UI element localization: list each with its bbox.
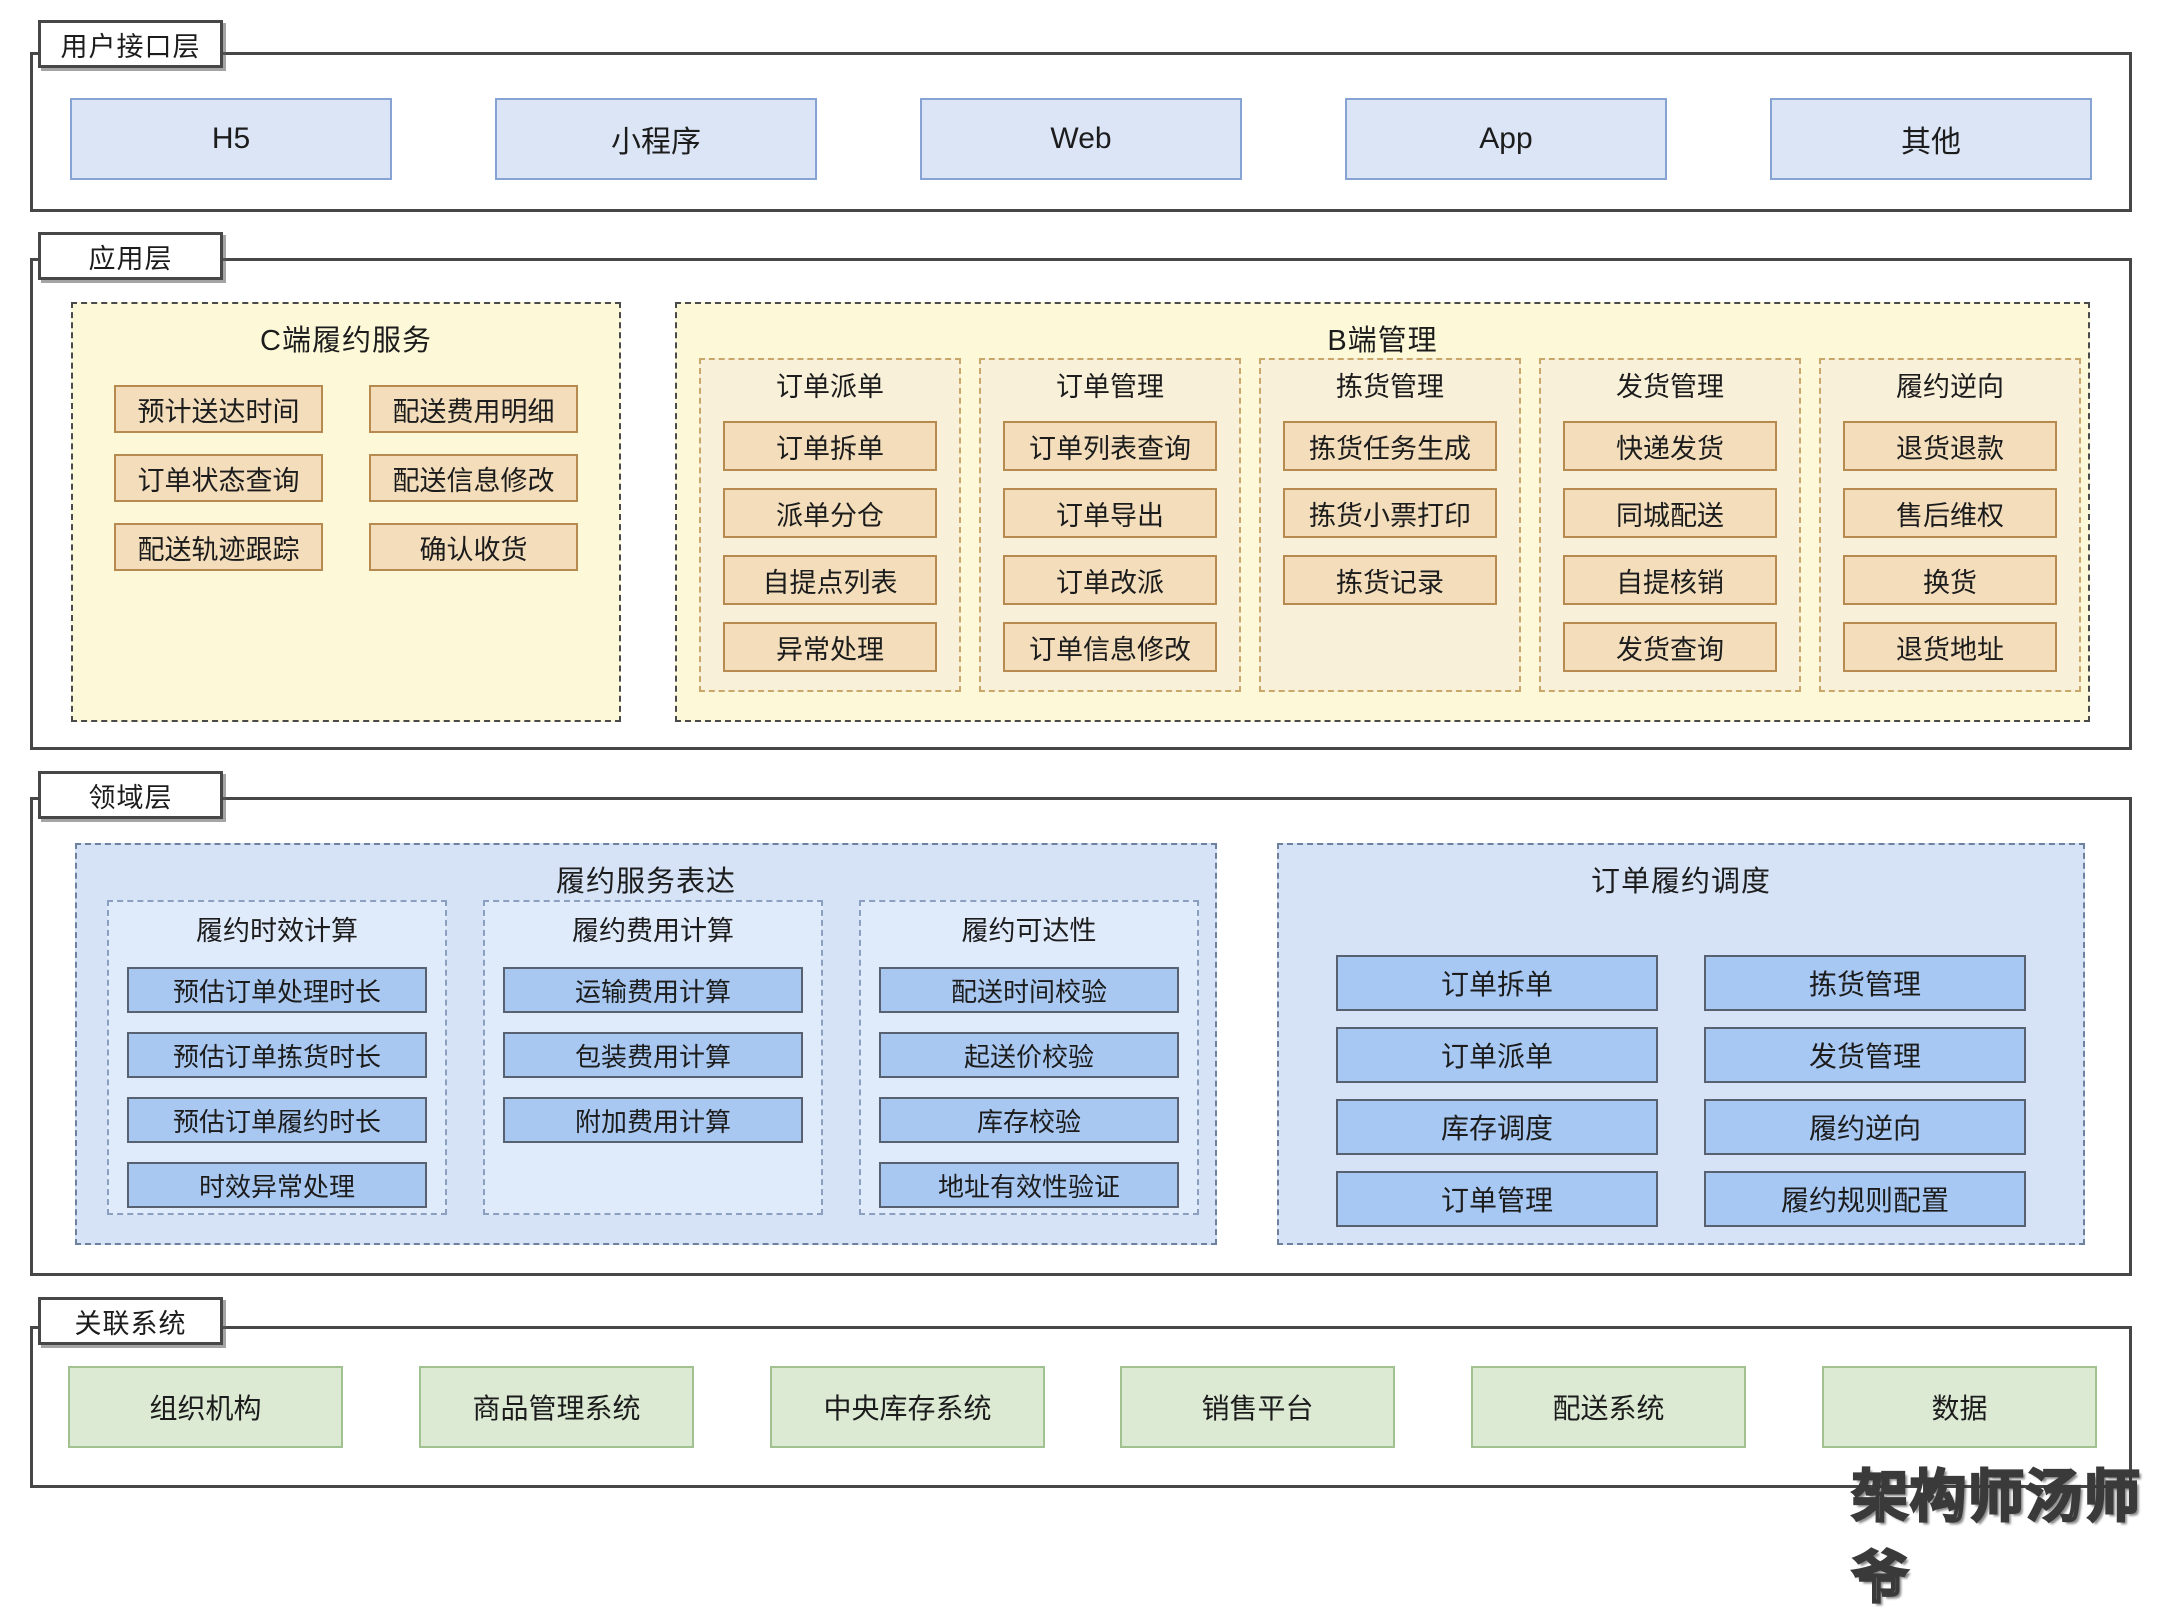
channel-box-app: App — [1345, 98, 1667, 180]
feature-box: 退货退款 — [1843, 421, 2057, 471]
feature-box: 订单管理 — [1336, 1171, 1658, 1227]
feature-box: 履约逆向 — [1704, 1099, 2026, 1155]
feature-box: 附加费用计算 — [503, 1097, 803, 1143]
layer-label-external-systems: 关联系统 — [38, 1297, 223, 1345]
external-systems-layer: 组织机构 商品管理系统 中央库存系统 销售平台 配送系统 数据 — [30, 1326, 2132, 1488]
feature-box: 订单列表查询 — [1003, 421, 1217, 471]
feature-box: 订单拆单 — [1336, 955, 1658, 1011]
subpanel-fulfillment-fee-calc: 履约费用计算 运输费用计算 包装费用计算 附加费用计算 — [483, 900, 823, 1215]
feature-box: 拣货记录 — [1283, 555, 1497, 605]
panel-fulfillment-expression: 履约服务表达 履约时效计算 预估订单处理时长 预估订单拣货时长 预估订单履约时长… — [75, 843, 1217, 1245]
feature-box: 订单派单 — [1336, 1027, 1658, 1083]
panel-title: 履约服务表达 — [555, 866, 736, 898]
feature-box: 地址有效性验证 — [879, 1162, 1179, 1208]
feature-box: 自提点列表 — [723, 555, 937, 605]
feature-box: 异常处理 — [723, 622, 937, 672]
feature-box: 退货地址 — [1843, 622, 2057, 672]
subpanel-reverse-fulfillment: 履约逆向 退货退款 售后维权 换货 退货地址 — [1819, 358, 2081, 692]
feature-box: 包装费用计算 — [503, 1032, 803, 1078]
ext-box-organization: 组织机构 — [68, 1366, 343, 1448]
feature-box: 同城配送 — [1563, 488, 1777, 538]
feature-box: 拣货任务生成 — [1283, 421, 1497, 471]
feature-box: 派单分仓 — [723, 488, 937, 538]
user-interface-layer: H5 小程序 Web App 其他 — [30, 52, 2132, 212]
subpanel-title: 拣货管理 — [1336, 372, 1444, 402]
subpanel-picking-management: 拣货管理 拣货任务生成 拣货小票打印 拣货记录 — [1259, 358, 1521, 692]
feature-box: 预估订单履约时长 — [127, 1097, 427, 1143]
feature-box: 发货管理 — [1704, 1027, 2026, 1083]
feature-box: 预计送达时间 — [114, 385, 323, 433]
subpanel-order-management: 订单管理 订单列表查询 订单导出 订单改派 订单信息修改 — [979, 358, 1241, 692]
subpanel-title: 履约时效计算 — [196, 916, 358, 946]
feature-box: 订单信息修改 — [1003, 622, 1217, 672]
feature-box: 换货 — [1843, 555, 2057, 605]
layer-label-application: 应用层 — [38, 232, 223, 280]
feature-box: 订单拆单 — [723, 421, 937, 471]
feature-box: 预估订单拣货时长 — [127, 1032, 427, 1078]
feature-box: 运输费用计算 — [503, 967, 803, 1013]
panel-order-fulfillment-scheduling: 订单履约调度 订单拆单 拣货管理 订单派单 发货管理 库存调度 履约逆向 订单管… — [1277, 843, 2085, 1245]
feature-box: 订单导出 — [1003, 488, 1217, 538]
feature-box: 起送价校验 — [879, 1032, 1179, 1078]
feature-box: 订单改派 — [1003, 555, 1217, 605]
watermark: 架构师汤师爷 — [1851, 1464, 2142, 1611]
layer-label-domain: 领域层 — [38, 771, 223, 819]
panel-title: C端履约服务 — [260, 325, 432, 357]
feature-box: 配送信息修改 — [369, 454, 578, 502]
b-panel-groups: 订单派单 订单拆单 派单分仓 自提点列表 异常处理 订单管理 订单列表查询 订单… — [699, 358, 2081, 692]
feature-box: 库存校验 — [879, 1097, 1179, 1143]
feature-box: 订单状态查询 — [114, 454, 323, 502]
scheduling-grid: 订单拆单 拣货管理 订单派单 发货管理 库存调度 履约逆向 订单管理 履约规则配… — [1279, 955, 2083, 1227]
subpanel-title: 履约可达性 — [961, 916, 1097, 946]
feature-box: 配送费用明细 — [369, 385, 578, 433]
feature-box: 库存调度 — [1336, 1099, 1658, 1155]
panel-b-management: B端管理 订单派单 订单拆单 派单分仓 自提点列表 异常处理 订单管理 订单列表… — [675, 302, 2090, 722]
subpanel-title: 履约逆向 — [1896, 372, 2004, 402]
feature-box: 快递发货 — [1563, 421, 1777, 471]
feature-box: 预估订单处理时长 — [127, 967, 427, 1013]
panel-title: 订单履约调度 — [1590, 866, 1771, 898]
expression-groups: 履约时效计算 预估订单处理时长 预估订单拣货时长 预估订单履约时长 时效异常处理… — [107, 900, 1199, 1215]
ext-box-central-inventory: 中央库存系统 — [770, 1366, 1045, 1448]
channel-box-other: 其他 — [1770, 98, 2092, 180]
channel-box-web: Web — [920, 98, 1242, 180]
feature-box: 拣货管理 — [1704, 955, 2026, 1011]
subpanel-title: 订单派单 — [776, 372, 884, 402]
subpanel-title: 发货管理 — [1616, 372, 1724, 402]
feature-box: 拣货小票打印 — [1283, 488, 1497, 538]
feature-box: 售后维权 — [1843, 488, 2057, 538]
subpanel-order-dispatch: 订单派单 订单拆单 派单分仓 自提点列表 异常处理 — [699, 358, 961, 692]
feature-box: 发货查询 — [1563, 622, 1777, 672]
feature-box: 配送时间校验 — [879, 967, 1179, 1013]
feature-box: 确认收货 — [369, 523, 578, 571]
ext-box-sales-platform: 销售平台 — [1120, 1366, 1395, 1448]
ext-box-product-mgmt: 商品管理系统 — [419, 1366, 694, 1448]
feature-box: 履约规则配置 — [1704, 1171, 2026, 1227]
layer-label-user-interface: 用户接口层 — [38, 20, 223, 68]
subpanel-shipping-management: 发货管理 快递发货 同城配送 自提核销 发货查询 — [1539, 358, 1801, 692]
panel-c-fulfillment: C端履约服务 预计送达时间 配送费用明细 订单状态查询 配送信息修改 配送轨迹跟… — [71, 302, 621, 722]
domain-layer: 履约服务表达 履约时效计算 预估订单处理时长 预估订单拣货时长 预估订单履约时长… — [30, 797, 2132, 1276]
ext-box-delivery-system: 配送系统 — [1471, 1366, 1746, 1448]
c-panel-grid: 预计送达时间 配送费用明细 订单状态查询 配送信息修改 配送轨迹跟踪 确认收货 — [73, 385, 619, 571]
feature-box: 配送轨迹跟踪 — [114, 523, 323, 571]
feature-box: 自提核销 — [1563, 555, 1777, 605]
subpanel-title: 订单管理 — [1056, 372, 1164, 402]
subpanel-fulfillment-reachability: 履约可达性 配送时间校验 起送价校验 库存校验 地址有效性验证 — [859, 900, 1199, 1215]
channel-box-h5: H5 — [70, 98, 392, 180]
channel-box-miniapp: 小程序 — [495, 98, 817, 180]
feature-box: 时效异常处理 — [127, 1162, 427, 1208]
panel-title: B端管理 — [1327, 325, 1438, 357]
subpanel-title: 履约费用计算 — [572, 916, 734, 946]
ext-box-data: 数据 — [1822, 1366, 2097, 1448]
subpanel-fulfillment-time-calc: 履约时效计算 预估订单处理时长 预估订单拣货时长 预估订单履约时长 时效异常处理 — [107, 900, 447, 1215]
application-layer: C端履约服务 预计送达时间 配送费用明细 订单状态查询 配送信息修改 配送轨迹跟… — [30, 258, 2132, 750]
